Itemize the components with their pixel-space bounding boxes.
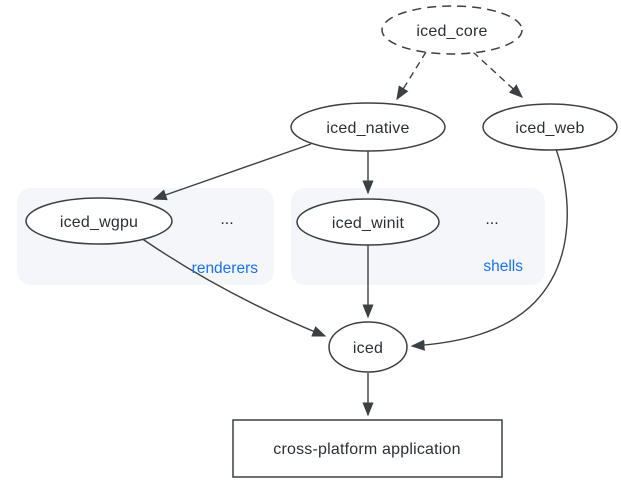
application-label: cross-platform application bbox=[273, 441, 461, 458]
iced-ellipse bbox=[328, 321, 408, 373]
node-iced-core: iced_core bbox=[381, 5, 523, 55]
renderers-ellipsis: ... bbox=[220, 211, 233, 228]
iced-web-label: iced_web bbox=[515, 120, 584, 137]
edge-iced-wgpu-to-iced bbox=[140, 237, 327, 337]
iced-label: iced bbox=[353, 340, 383, 357]
iced-winit-ellipse bbox=[296, 198, 440, 246]
node-cross-platform-application: cross-platform application bbox=[232, 419, 503, 478]
iced-core-ellipse bbox=[381, 5, 523, 55]
shells-group-label: shells bbox=[483, 258, 523, 275]
application-rect bbox=[232, 419, 503, 478]
node-iced-native: iced_native bbox=[290, 102, 446, 152]
node-iced-wgpu: iced_wgpu bbox=[25, 197, 173, 245]
edge-iced-web-to-iced bbox=[410, 148, 568, 351]
node-iced-winit: iced_winit bbox=[296, 198, 440, 246]
shells-ellipsis: ... bbox=[485, 211, 498, 228]
iced-native-ellipse bbox=[290, 102, 446, 152]
iced-wgpu-label: iced_wgpu bbox=[60, 214, 138, 231]
edge-iced-core-to-iced-native bbox=[396, 51, 427, 101]
edge-iced-native-to-iced-wgpu bbox=[152, 143, 312, 201]
iced-winit-label: iced_winit bbox=[332, 215, 405, 232]
iced-web-ellipse bbox=[482, 103, 618, 151]
iced-wgpu-ellipse bbox=[25, 197, 173, 245]
iced-native-label: iced_native bbox=[326, 120, 409, 137]
node-iced: iced bbox=[328, 321, 408, 373]
iced-core-label: iced_core bbox=[416, 23, 487, 40]
renderers-group-label: renderers bbox=[192, 260, 259, 277]
node-iced-web: iced_web bbox=[482, 103, 618, 151]
